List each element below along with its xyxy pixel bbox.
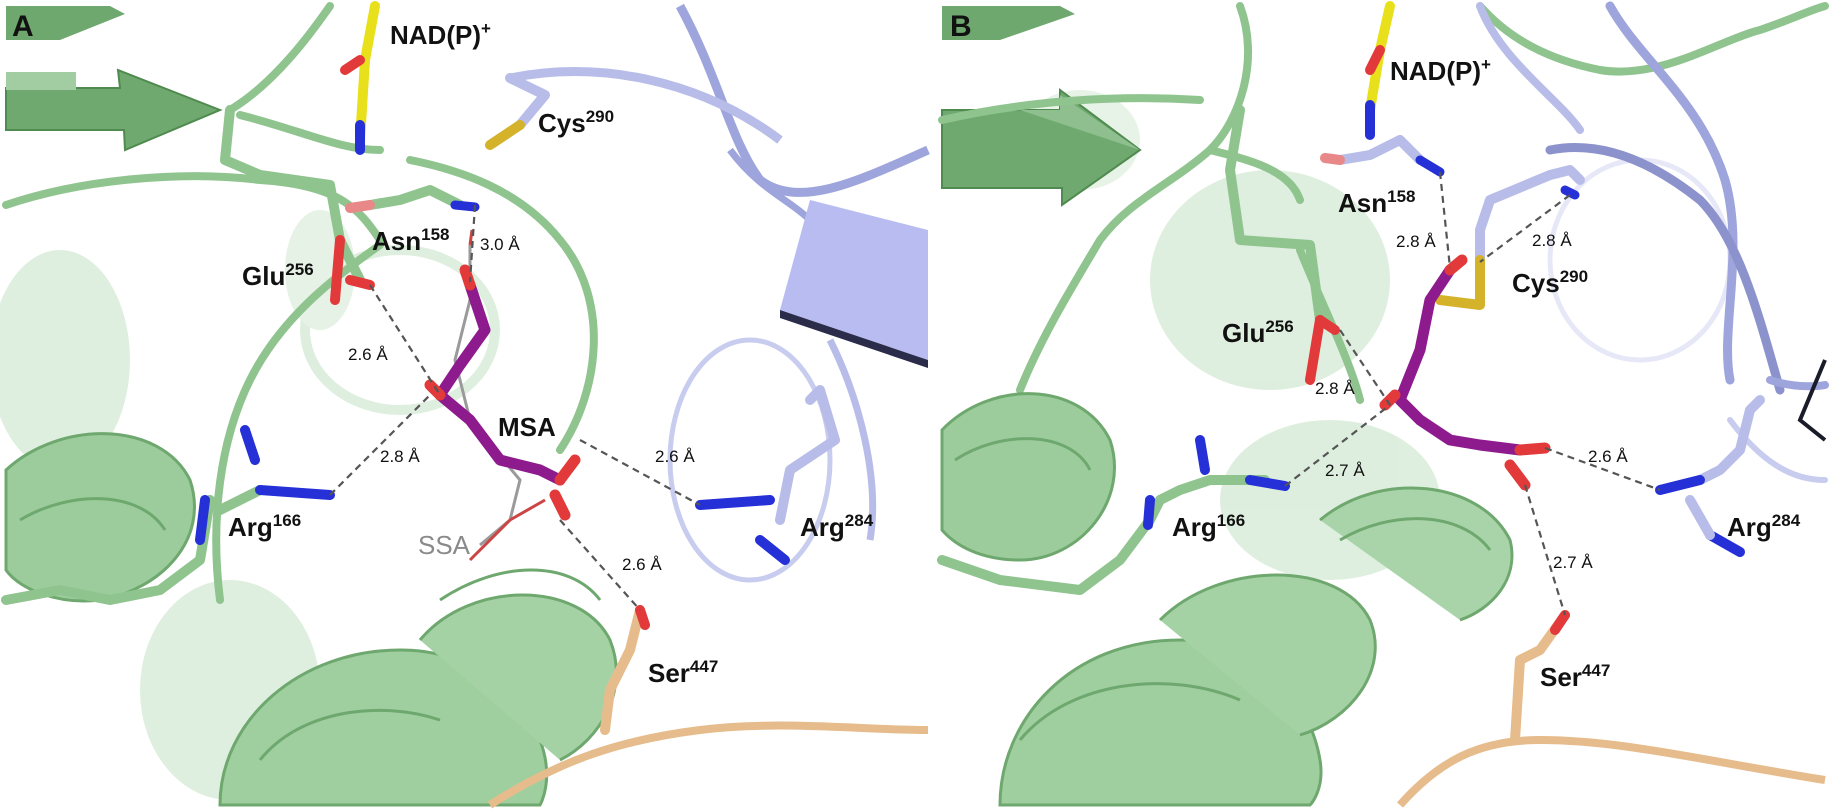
panel-b-label-arg166: Arg166 <box>1172 511 1245 542</box>
panel-b-green-coils <box>938 2 1829 404</box>
panel-a-label-cys290: Cys290 <box>538 107 614 138</box>
panel-b-hbonds <box>1284 171 1661 616</box>
panel-b-msa-ligand <box>1379 254 1551 491</box>
panel-a-dist-arg284: 2.6 Å <box>655 447 695 466</box>
panel-b-label-glu256: Glu256 <box>1222 317 1294 348</box>
panel-a-label-glu256: Glu256 <box>242 260 314 291</box>
panel-a: A NAD(P)+ Cys290 Asn158 Glu256 MSA Arg16… <box>0 1 930 809</box>
panel-a-dist-asn: 3.0 Å <box>480 235 520 254</box>
panel-b-dist-glu: 2.8 Å <box>1315 379 1355 398</box>
panel-a-ssa-oxygens <box>468 229 546 562</box>
panel-a-lavender-chain <box>509 3 930 583</box>
panel-a-label-ssa: SSA <box>418 530 471 560</box>
panel-b-dist-arg166: 2.7 Å <box>1325 461 1365 480</box>
panel-b-label-nadp: NAD(P)+ <box>1390 55 1491 86</box>
panel-b-residues <box>937 1 1765 745</box>
panel-b-dist-cys: 2.8 Å <box>1532 231 1572 250</box>
panel-a-residues <box>1 1 840 735</box>
panel-a-label-msa: MSA <box>498 412 556 442</box>
panel-b-helices <box>940 392 1514 807</box>
panel-a-hbonds <box>329 204 701 611</box>
panel-a-label-asn158: Asn158 <box>372 225 450 256</box>
panel-a-peach-chain <box>487 721 929 809</box>
panel-b-peach-chain <box>1397 735 1826 808</box>
panel-b-label-asn158: Asn158 <box>1338 187 1416 218</box>
panel-a-helices <box>4 432 618 807</box>
panel-b-label-cys290: Cys290 <box>1512 267 1588 298</box>
panel-b-label-arg284: Arg284 <box>1727 511 1801 542</box>
panel-a-dist-arg166: 2.8 Å <box>380 447 420 466</box>
panel-a-label-nadp: NAD(P)+ <box>390 19 491 50</box>
panel-b-beta-sheet <box>941 6 1142 207</box>
panel-b-dist-arg284: 2.6 Å <box>1588 447 1628 466</box>
panel-b-label-ser447: Ser447 <box>1540 661 1610 692</box>
panel-a-dist-ser: 2.6 Å <box>622 555 662 574</box>
panel-b-sheet-edge <box>1797 359 1827 442</box>
panel-a-letter: A <box>12 10 34 43</box>
panel-a-msa-ligand <box>424 264 581 521</box>
panel-b-dist-ser: 2.7 Å <box>1553 553 1593 572</box>
panel-b-lavender-chain <box>1476 1 1829 483</box>
panel-a-label-ser447: Ser447 <box>648 657 718 688</box>
panel-a-label-arg284: Arg284 <box>800 511 874 542</box>
panel-b-dist-asn: 2.8 Å <box>1396 232 1436 251</box>
panel-b: B NAD(P)+ Asn158 Cys290 Glu256 Arg166 Ar… <box>937 1 1829 808</box>
panel-a-dist-glu: 2.6 Å <box>348 345 388 364</box>
panel-a-beta-sheet <box>5 6 223 152</box>
panel-b-letter: B <box>950 10 972 43</box>
panel-a-label-arg166: Arg166 <box>228 511 301 542</box>
